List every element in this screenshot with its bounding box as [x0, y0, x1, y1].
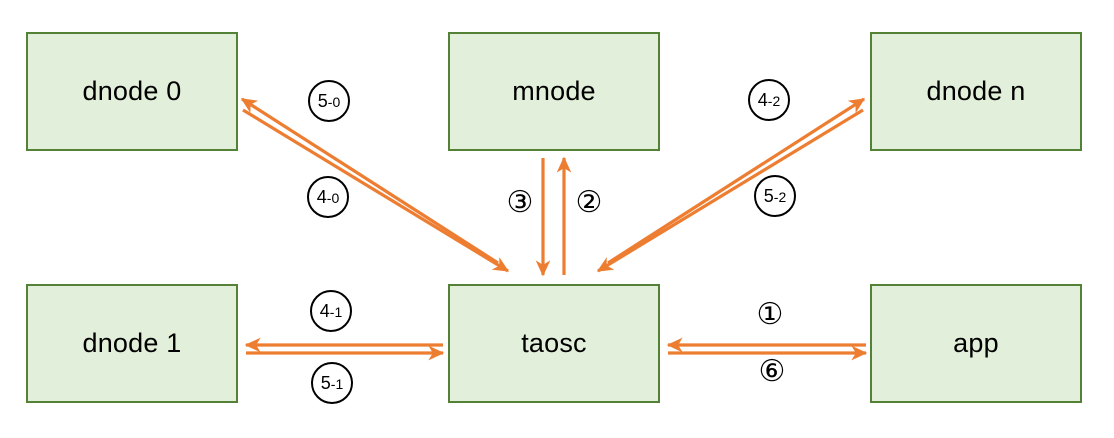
node-label: dnode n	[926, 76, 1026, 106]
step-badge-3: ③	[505, 188, 535, 218]
step-badge-4-1: 4-1	[310, 290, 352, 332]
step-badge-text: 4-0	[316, 186, 340, 207]
step-badge-text: ①	[756, 298, 784, 331]
node-label: dnode 1	[82, 328, 182, 358]
node-label: dnode 0	[82, 76, 182, 106]
arrow-taosc-to-dnoden	[607, 97, 866, 265]
node-dnode-n[interactable]: dnode n	[870, 32, 1082, 151]
step-badge-5-2: 5-2	[754, 175, 796, 217]
node-label: mnode	[512, 76, 596, 106]
step-badge-4-0: 4-0	[307, 176, 349, 218]
arrow-dnode0-to-taosc	[242, 108, 510, 273]
step-badge-text: 4-1	[319, 300, 343, 321]
step-badge-text: ③	[506, 186, 534, 219]
node-label: taosc	[521, 328, 587, 358]
step-badge-1: ①	[755, 300, 785, 330]
arrow-dnoden-to-taosc	[596, 108, 864, 273]
node-app[interactable]: app	[870, 284, 1082, 403]
node-label: app	[953, 328, 999, 358]
step-badge-5-0: 5-0	[308, 80, 350, 122]
node-dnode-0[interactable]: dnode 0	[26, 32, 238, 151]
step-badge-text: ②	[575, 186, 603, 219]
step-badge-text: ⑥	[758, 355, 786, 388]
arrow-taosc-to-dnode0	[240, 97, 499, 265]
step-badge-5-1: 5-1	[311, 362, 353, 404]
step-badge-text: 5-0	[317, 90, 341, 111]
step-badge-4-2: 4-2	[748, 79, 790, 121]
node-dnode-1[interactable]: dnode 1	[26, 284, 238, 403]
node-taosc[interactable]: taosc	[448, 284, 660, 403]
step-badge-text: 4-2	[757, 89, 781, 110]
node-mnode[interactable]: mnode	[448, 32, 660, 151]
step-badge-text: 5-2	[763, 185, 787, 206]
step-badge-text: 5-1	[320, 372, 344, 393]
step-badge-2: ②	[574, 188, 604, 218]
step-badge-6: ⑥	[757, 357, 787, 387]
